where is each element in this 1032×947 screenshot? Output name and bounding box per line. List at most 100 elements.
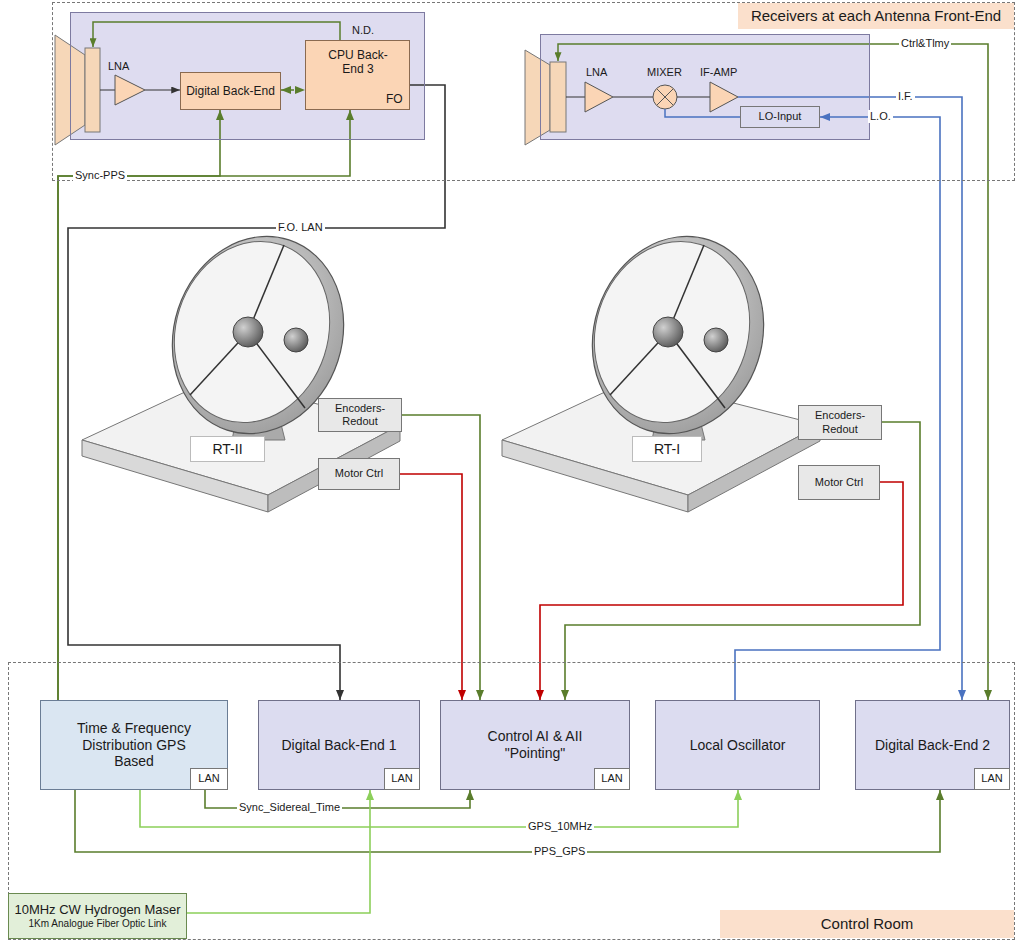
signal-connector [58,110,220,700]
antenna-label: RT-II [190,436,265,462]
antenna-label: RT-I [632,436,702,462]
signal-connector [540,482,903,700]
signal-connector [402,415,480,700]
node-text: Time & Frequency Distribution GPS Based [69,720,199,770]
illustration-part [613,97,653,98]
signal-label: Sync-PPS [73,169,127,182]
text-column: Encoders-Redout [799,406,881,439]
source-box: 10MHz CW Hydrogen Maser1Km Analogue Fibe… [8,893,187,939]
node-text: MIXER [647,66,682,79]
port-box: LAN [594,768,630,790]
signal-connector [68,85,445,700]
node-text: Receivers at each Antenna Front-End [738,3,1014,29]
illustration-part [70,12,425,140]
node-text: CPU Back-End 3 [326,48,390,77]
illustration-part [653,85,677,109]
illustration-part [100,90,115,91]
node-text: LO-Input [759,110,802,123]
node-text: 10MHz CW Hydrogen Maser [14,902,180,918]
process-box: Digital Back-End [180,72,281,110]
signal-label: L.O. [868,110,893,123]
illustration-part [540,34,870,140]
illustration-part [585,82,613,112]
text-column: Digital Back-End [181,73,280,109]
signal-connector [281,89,305,91]
antenna-illustration [82,214,400,512]
node-text: LNA [586,66,607,79]
signal-connector [58,110,350,700]
text-column: LAN [595,769,629,789]
antenna-illustration [502,214,820,512]
node-text: N.D. [352,24,374,37]
text-column: Motor Ctrl [319,459,399,489]
node-text: LAN [981,772,1002,785]
text-column: LO-Input [741,107,819,127]
process-box: Local Oscillator [655,700,820,790]
illustration-part [85,48,100,132]
node-text: IF-AMP [700,66,737,79]
illustration-part [93,22,340,47]
node-text: Digital Back-End 1 [281,737,396,754]
node-text: LAN [198,772,219,785]
signal-connector [870,44,988,700]
node-text: Digital Back-End [186,84,275,98]
illustration-part [145,90,180,91]
illustration-part [566,97,585,98]
text-column: 10MHz CW Hydrogen Maser1Km Analogue Fibe… [9,894,186,938]
signal-label: I.F. [896,90,915,103]
device-box: Motor Ctrl [798,465,880,500]
signal-connector [75,790,940,852]
node-text: Encoders-Redout [324,402,396,428]
node-text: Local Oscillator [690,737,786,754]
region-band: Receivers at each Antenna Front-EndLNA N.… [52,2,1015,181]
text-column: Local Oscillator [656,701,819,789]
process-box: Control AI & AII "Pointing" LAN [440,700,630,790]
input-port: LO-Input [740,106,820,128]
signal-connector [870,97,962,700]
signal-label: GPS_10MHz [526,820,594,833]
text-column: RT-I [633,437,701,461]
node-text: Digital Back-End 2 [875,737,990,754]
signal-connector [140,790,738,827]
signal-connector [735,117,940,700]
process-box: Digital Back-End 2 LAN [855,700,1010,790]
port-box: LAN [384,768,420,790]
text-column: RT-II [191,437,264,461]
device-box: Encoders-Redout [318,398,402,432]
illustration-part [677,97,710,98]
process-box: Digital Back-End 1 LAN [258,700,420,790]
text-column: Encoders-Redout [319,399,401,431]
signal-connector [565,422,920,700]
node-text: 1Km Analogue Fiber Optic Link [29,918,167,930]
node-text: Motor Ctrl [335,467,383,480]
node-text: RT-I [654,441,680,458]
signal-connector [187,790,370,913]
node-text: Motor Ctrl [815,476,863,489]
device-box: Motor Ctrl [318,458,400,490]
node-text: LNA [108,60,129,73]
text-column: Motor Ctrl [799,466,879,499]
text-column: LAN [191,769,227,789]
node-text: Control AI & AII "Pointing" [460,728,610,762]
illustration-part [710,82,738,112]
signal-label: Ctrl&Tlmy [899,37,951,50]
text-column: LAN [385,769,419,789]
process-box: CPU Back-End 3 FO [305,40,410,110]
process-box: Time & Frequency Distribution GPS BasedL… [40,700,228,790]
node-text: Control Room [720,910,1014,938]
signal-label: Sync_Sidereal_Time [237,801,342,814]
signal-label: F.O. LAN [276,221,325,234]
node-text: LAN [601,772,622,785]
node-text: RT-II [212,441,242,458]
illustration-part [525,50,550,145]
port-box: LAN [974,768,1010,790]
illustration-part [665,109,740,117]
illustration-part [115,75,145,105]
illustration-part [550,62,566,132]
node-text: FO [386,92,403,106]
illustration-part [558,44,870,61]
signal-connector [400,474,462,700]
port-box: LAN [190,768,228,790]
